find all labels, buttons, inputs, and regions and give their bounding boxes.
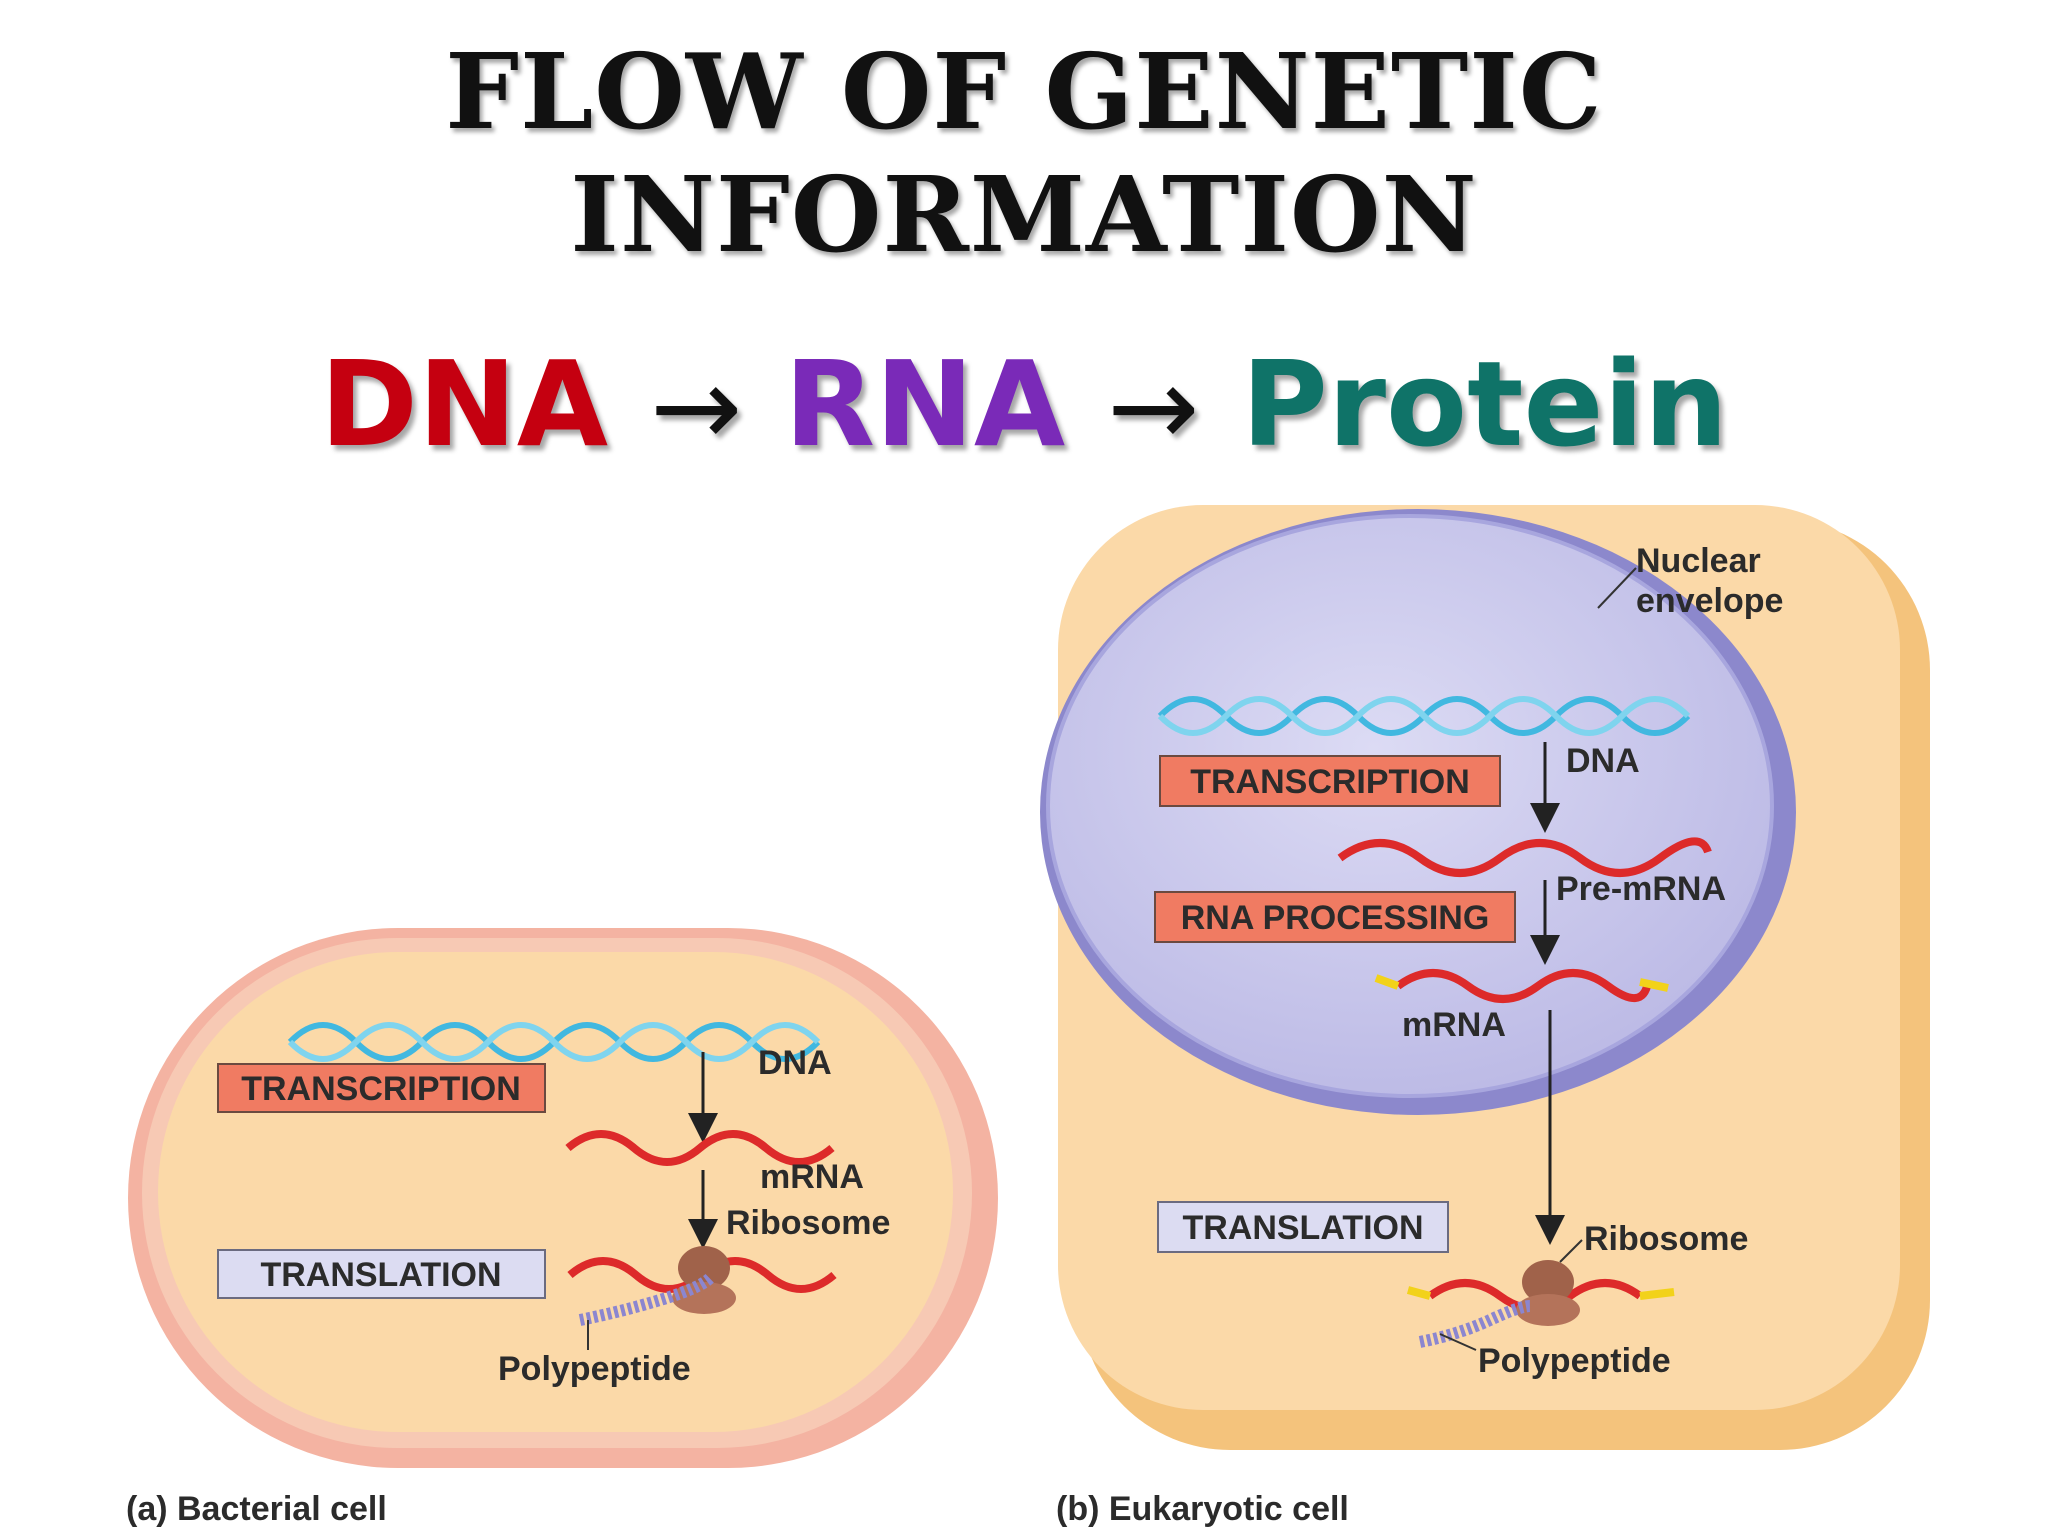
eukaryotic-ribosome-large-subunit [1516,1294,1580,1326]
bacterial-caption: (a) Bacterial cell [126,1490,387,1528]
eukaryotic-mrna-strand [1395,969,1652,1003]
bacterial-transcription-box [217,1063,546,1113]
central-dogma-flow: DNA → RNA → Protein [0,335,2048,473]
eukaryotic-translation-label: TRANSLATION [1182,1209,1423,1247]
translation-mrna-tail [1639,1288,1675,1300]
nuclear-envelope-leader [1597,567,1637,609]
rna-processing-label: RNA PROCESSING [1181,899,1490,937]
bacterial-cell: TRANSCRIPTION DNA mRNA Ribosome TRANSLAT… [126,928,998,1528]
pre-mrna-label: Pre-mRNA [1556,870,1726,908]
eukaryotic-transcription-label: TRANSCRIPTION [1190,763,1470,801]
eukaryotic-mrna-label: mRNA [1402,1006,1506,1044]
eukaryotic-polypeptide-chain [1418,1300,1531,1348]
bacterial-dna-label: DNA [758,1044,832,1082]
pre-mrna-strand [1337,837,1712,877]
page-title: FLOW OF GENETIC INFORMATION [445,30,1603,276]
eukaryotic-ribosome [1522,1260,1574,1304]
bacterial-mrna-label: mRNA [760,1158,864,1196]
bacterial-dna-helix [287,1022,821,1062]
eukaryotic-transcription-box [1159,755,1501,807]
translation-mrna-cap [1406,1286,1432,1300]
flow-protein: Protein [1241,335,1728,473]
eukaryotic-dna-label: DNA [1566,742,1640,780]
mrna-5-prime-cap [1374,974,1400,990]
bacterial-ribosome-large-subunit [672,1282,736,1314]
flow-arrow-1: → [650,343,743,471]
bacterial-mrna-strand [565,1130,835,1166]
eukaryotic-caption: (b) Eukaryotic cell [1056,1490,1349,1528]
bacterial-translation-label: TRANSLATION [260,1256,501,1294]
mrna-poly-a-tail [1639,978,1669,992]
bacterial-transcription-label: TRANSCRIPTION [241,1070,521,1108]
eukaryotic-cell: Nuclear envelope TRANSCRIPTION DNA Pre-m… [1040,505,1930,1528]
flow-arrow-2: → [1107,343,1200,471]
bacterial-polypeptide-label: Polypeptide [498,1350,691,1388]
rna-processing-box [1154,891,1516,943]
bacterial-polypeptide-chain [578,1273,715,1326]
bacterial-translation-box [217,1249,546,1299]
bacterial-ribosome-label: Ribosome [726,1204,890,1242]
bacterial-ribosome [678,1246,730,1290]
eukaryotic-dna-helix [1157,696,1691,736]
eukaryotic-translation-box [1157,1201,1449,1253]
flow-dna: DNA [320,335,609,473]
flow-rna: RNA [784,335,1066,473]
eukaryotic-polypeptide-leader [1439,1333,1477,1351]
eukaryotic-ribosome-label: Ribosome [1584,1220,1748,1258]
eukaryotic-polypeptide-label: Polypeptide [1478,1342,1671,1380]
nuclear-envelope-label-1: Nuclear [1636,542,1761,580]
eukaryotic-ribosome-leader [1559,1239,1583,1263]
nuclear-envelope-label-2: envelope [1636,582,1783,620]
